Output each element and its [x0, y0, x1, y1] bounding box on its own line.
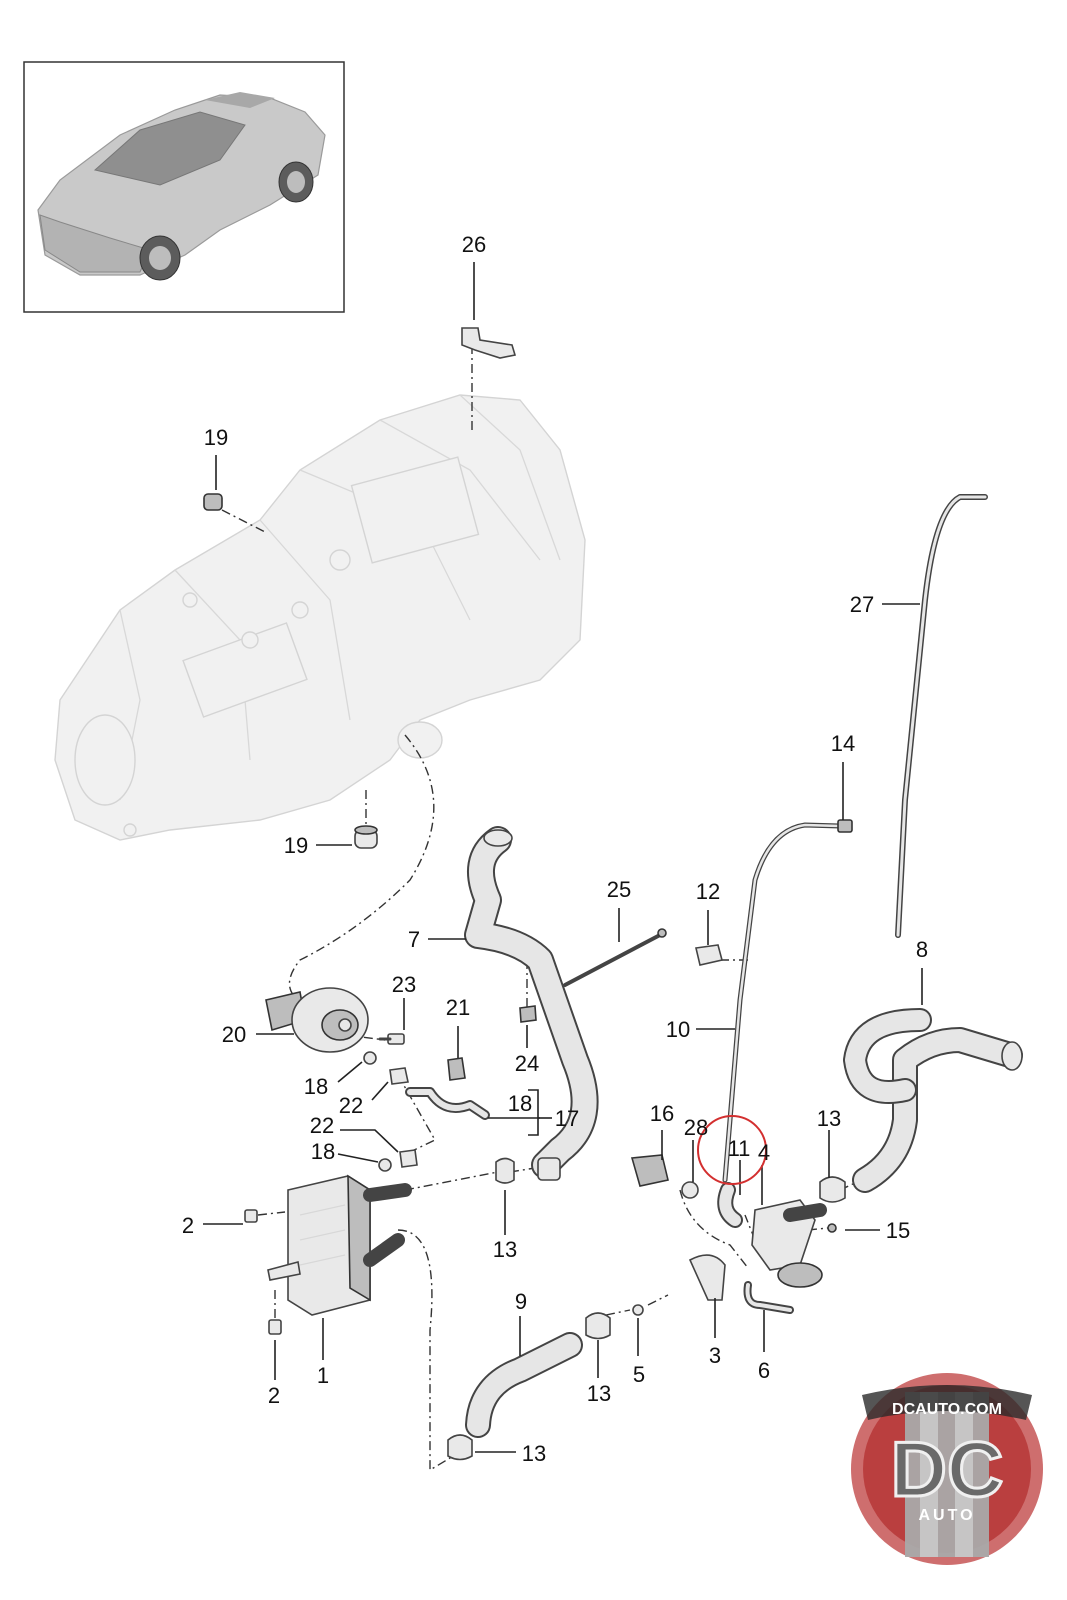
callout-16: 16	[650, 1101, 674, 1126]
callout-3: 3	[709, 1343, 721, 1368]
callout-18-lower: 18	[311, 1139, 335, 1164]
callout-17: 17	[555, 1106, 579, 1131]
callout-1: 1	[317, 1363, 329, 1388]
highlight-circle	[697, 1115, 767, 1185]
pipe-6	[743, 1281, 794, 1314]
screw-5	[632, 1304, 644, 1316]
callout-10: 10	[666, 1017, 690, 1042]
callout-13-right: 13	[817, 1106, 841, 1131]
clamp-13-a	[495, 1157, 515, 1184]
clamp-13-c	[585, 1312, 611, 1340]
callout-14: 14	[831, 731, 855, 756]
callout-2-lower: 2	[268, 1383, 280, 1408]
callout-13-middle: 13	[493, 1237, 517, 1262]
fitting-22-lower	[399, 1149, 418, 1168]
callout-24: 24	[515, 1051, 539, 1076]
callout-22-upper: 22	[339, 1093, 363, 1118]
callout-28: 28	[684, 1115, 708, 1140]
callout-20: 20	[222, 1022, 246, 1047]
o-ring-18-upper	[363, 1051, 377, 1065]
clip-24	[519, 1005, 537, 1023]
callout-21: 21	[446, 995, 470, 1020]
callout-15: 15	[886, 1218, 910, 1243]
sensor-16	[630, 1154, 669, 1187]
hose-8	[843, 1008, 1023, 1193]
clip-12	[695, 944, 723, 966]
hose-11	[717, 1182, 743, 1228]
callout-22-lower: 22	[310, 1113, 334, 1138]
seal-28	[681, 1181, 699, 1199]
callout-9: 9	[515, 1289, 527, 1314]
callout-11: 11	[728, 1136, 751, 1161]
callout-6: 6	[758, 1358, 770, 1383]
watermark-domain: DCAUTO.COM	[892, 1401, 1002, 1418]
bracket-26	[461, 327, 517, 359]
o-ring-18-lower	[378, 1158, 392, 1172]
callouts: 26 19 19 27 14 25 12 7 8 23 21 10 20 24 …	[182, 232, 928, 1466]
bolt-23	[378, 1033, 405, 1045]
line-10	[722, 819, 853, 1183]
callout-12: 12	[696, 879, 720, 904]
mount-19-lower	[354, 825, 378, 849]
callout-19-lower: 19	[284, 833, 308, 858]
pump-20	[265, 987, 369, 1053]
callout-13-bottom: 13	[522, 1441, 546, 1466]
watermark-word: AUTO	[918, 1507, 975, 1524]
bracket-3	[688, 1254, 726, 1301]
callout-5: 5	[633, 1362, 645, 1387]
clamp-13-d	[447, 1434, 473, 1461]
callout-2-upper: 2	[182, 1213, 194, 1238]
callout-18-upper: 18	[304, 1074, 328, 1099]
callout-7: 7	[408, 927, 420, 952]
bracket-21	[447, 1057, 466, 1081]
bolt-2-upper	[244, 1209, 258, 1223]
callout-25: 25	[607, 877, 631, 902]
oil-cooler-1	[267, 1174, 412, 1316]
fitting-22-upper	[389, 1067, 409, 1085]
callout-8: 8	[916, 937, 928, 962]
callout-27: 27	[850, 592, 874, 617]
hose-7	[464, 826, 599, 1181]
transmission-housing	[54, 394, 586, 841]
callout-19-upper: 19	[204, 425, 228, 450]
callout-18-right: 18	[508, 1091, 532, 1116]
callout-13-lower: 13	[587, 1381, 611, 1406]
tube-27	[895, 494, 988, 938]
valve-4	[751, 1199, 827, 1288]
pipe-17	[405, 1087, 490, 1120]
screw-15	[827, 1223, 837, 1233]
callout-4: 4	[758, 1140, 770, 1165]
leader-lines	[203, 262, 923, 1453]
watermark-monogram: DC	[891, 1425, 1004, 1513]
clamp-13-b	[819, 1176, 846, 1203]
rod-25	[563, 928, 667, 987]
callout-26: 26	[462, 232, 486, 257]
dcauto-watermark: DCAUTO.COM DC AUTO	[851, 1373, 1043, 1565]
vehicle-thumbnail	[23, 61, 345, 313]
hose-9	[465, 1332, 583, 1438]
callout-23: 23	[392, 972, 416, 997]
bolt-2-lower	[268, 1319, 282, 1335]
mount-19-upper	[203, 493, 223, 511]
